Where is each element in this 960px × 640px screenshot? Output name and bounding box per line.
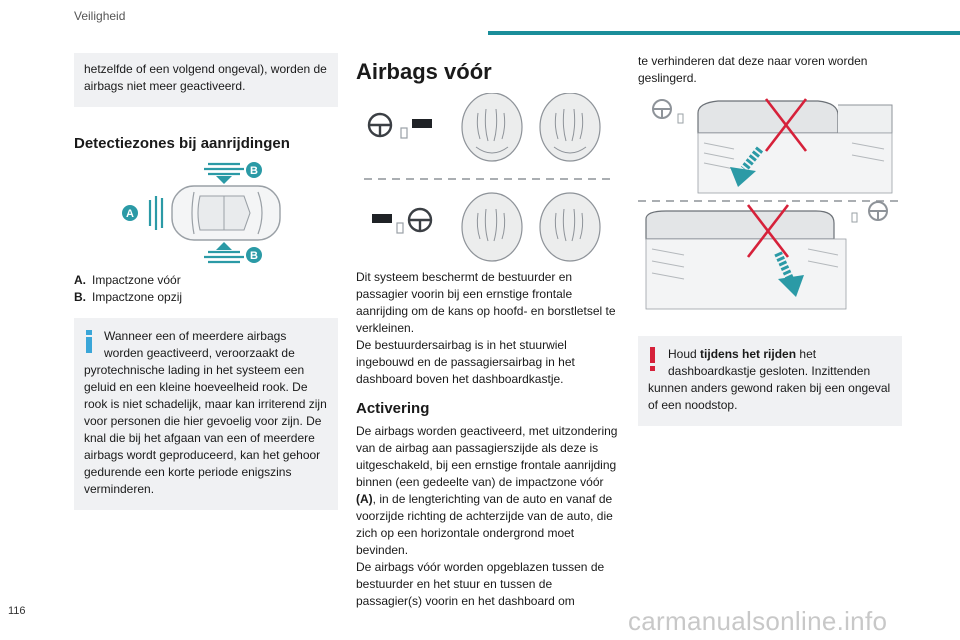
warning-first-line: Houd tijdens het rijden het	[648, 346, 892, 363]
steering-wheel-icon-rhd	[407, 207, 433, 233]
dashboard-icon-rhd	[372, 214, 392, 223]
column-right: te verhinderen dat deze naar voren worde…	[638, 53, 902, 426]
warning-body: kunnen anders gewond raken bij een ongev…	[648, 381, 891, 412]
steering-wheel-icon-rhd	[868, 201, 888, 221]
legend-item: A. Impactzone vóór	[74, 272, 338, 289]
label-b-bottom: B	[250, 250, 258, 262]
paragraph-continuation: te verhinderen dat deze naar voren worde…	[638, 54, 868, 85]
paragraph-inflation: De airbags vóór worden opgeblazen tussen…	[356, 560, 605, 608]
continued-text-box: hetzelfde of een volgend ongeval), worde…	[74, 53, 338, 107]
label-b-top: B	[250, 165, 258, 177]
info-icon	[84, 330, 94, 353]
arrow-down-icon-rhd	[778, 275, 804, 297]
airbag-illustration-rhd	[461, 192, 601, 262]
warning-post: het	[799, 347, 817, 361]
warning-icon	[648, 347, 658, 371]
glovebox-figure	[638, 93, 902, 328]
activation-text-part1: De airbags worden geactiveerd, met uitzo…	[356, 424, 618, 489]
paragraph-protection: Dit systeem beschermt de bestuurder en p…	[356, 270, 616, 335]
warning-box: Houd tijdens het rijden het dashboardkas…	[638, 336, 902, 426]
arrow-down-icon	[730, 167, 756, 187]
info-body: pyrotechnische lading in het systeem een…	[84, 363, 327, 496]
label-b-badge-top	[246, 162, 262, 178]
warning-second-line: dashboardkastje gesloten. Inzittenden	[668, 364, 871, 378]
legend-letter: B.	[74, 290, 86, 304]
label-a: A	[126, 208, 134, 220]
section-heading-activation: Activering	[356, 400, 430, 417]
paragraph-activation: De airbags worden geactiveerd, met uitzo…	[356, 423, 620, 559]
info-note-box: Wanneer een of meerdere airbags worden g…	[74, 318, 338, 510]
front-airbags-figure	[356, 92, 620, 263]
section-heading-front-airbags: Airbags vóór	[356, 59, 492, 84]
side-impact-marker-bottom	[204, 250, 244, 264]
car-topview-illustration: A B B	[122, 162, 281, 264]
info-first-line: Wanneer een of meerdere airbags	[104, 329, 287, 343]
side-impact-marker-top	[204, 162, 244, 176]
label-b-badge-bottom	[246, 247, 262, 263]
header-accent-bar	[488, 31, 960, 35]
detection-zones-figure: A B B	[74, 156, 338, 266]
activation-text-part2: , in de lengterichting van de auto en va…	[356, 492, 613, 557]
figure-legend: A. Impactzone vóór B. Impactzone opzij	[74, 272, 338, 306]
page-number: 116	[8, 605, 26, 617]
column-middle: Airbags vóór	[356, 53, 620, 610]
warning-emphasis: tijdens het rijden	[700, 347, 797, 361]
glovebox-illustration	[638, 98, 902, 310]
activation-zone-ref: (A)	[356, 492, 373, 506]
legend-text: Impactzone vóór	[92, 273, 181, 287]
legend-text: Impactzone opzij	[92, 290, 183, 304]
airbag-deployment-illustration	[364, 92, 612, 262]
dashboard-icon	[412, 119, 432, 128]
steering-wheel-icon	[367, 112, 393, 138]
watermark: carmanualsonline.info	[628, 606, 888, 636]
front-impact-marker	[148, 196, 164, 230]
legend-letter: A.	[74, 273, 86, 287]
airbag-illustration	[461, 92, 601, 162]
steering-wheel-icon	[652, 99, 672, 119]
info-second-line: worden geactiveerd, veroorzaakt de	[104, 346, 295, 360]
warning-pre: Houd	[668, 347, 697, 361]
paragraph-location: De bestuurdersairbag is in het stuurwiel…	[356, 338, 575, 386]
label-a-badge	[122, 205, 138, 221]
continued-text: hetzelfde of een volgend ongeval), worde…	[84, 62, 327, 93]
legend-item: B. Impactzone opzij	[74, 289, 338, 306]
section-heading-detection: Detectiezones bij aanrijdingen	[74, 135, 290, 152]
column-left: hetzelfde of een volgend ongeval), worde…	[74, 53, 338, 510]
page-header-title: Veiligheid	[74, 9, 126, 23]
